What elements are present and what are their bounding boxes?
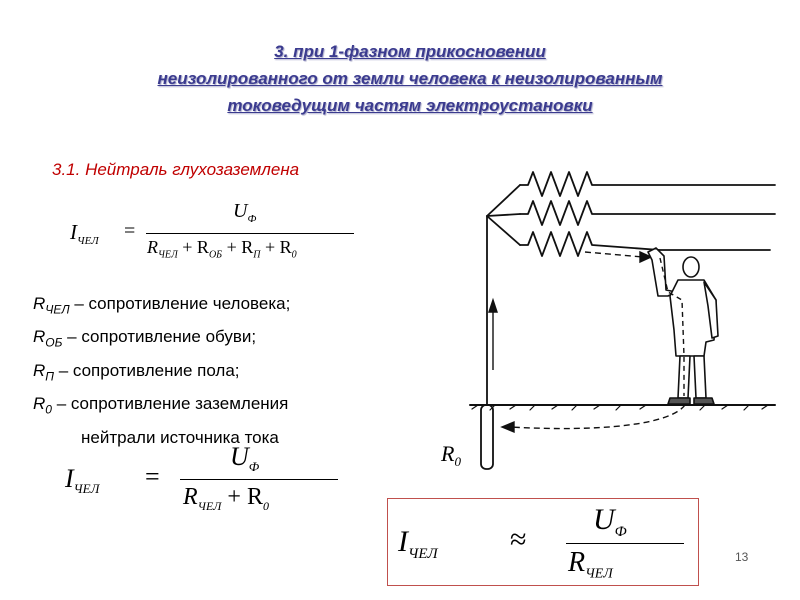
formula1-lhs: IЧЕЛ — [70, 220, 99, 248]
phase-wire-3 — [519, 231, 771, 257]
formula1-numerator: UФ — [233, 200, 257, 225]
definition-r-0-continuation: нейтрали источника тока — [81, 427, 279, 447]
formula3-fraction-bar — [566, 543, 684, 544]
r0-label: R0 — [440, 441, 461, 469]
definitions-list: RЧЕЛ – сопротивление человека; RОБ – соп… — [33, 290, 290, 452]
formula2-fraction-bar — [180, 479, 338, 480]
formula2-denominator: RЧЕЛ + R0 — [183, 484, 269, 513]
formula3-lhs: IЧЕЛ — [398, 525, 438, 562]
phase-wire-1 — [519, 171, 776, 197]
star-link-1 — [486, 184, 521, 217]
star-link-3 — [486, 215, 521, 246]
formula-full-current: IЧЕЛ = UФ RЧЕЛ + RОБ + RП + R0 — [70, 200, 360, 270]
definition-r-chel: RЧЕЛ – сопротивление человека; — [33, 294, 291, 317]
definition-r-0: R0 – сопротивление заземления — [33, 394, 289, 417]
body-current-path — [659, 257, 685, 396]
formula2-numerator: UФ — [230, 442, 260, 475]
formula1-equals: = — [124, 220, 136, 242]
formula-approximate-current: IЧЕЛ ≈ UФ RЧЕЛ — [398, 503, 688, 583]
definition-r-p: RП – сопротивление пола; — [33, 360, 240, 384]
current-return-path — [509, 404, 686, 430]
formula3-denominator: RЧЕЛ — [568, 547, 613, 582]
formula2-lhs: IЧЕЛ — [65, 464, 100, 497]
title-line-1: 3. при 1-фазном прикосновении — [274, 42, 546, 61]
slide-title: 3. при 1-фазном прикосновении неизолиров… — [60, 38, 760, 119]
formula1-denominator: RЧЕЛ + RОБ + RП + R0 — [147, 237, 297, 261]
hand-current-arrow — [584, 251, 644, 258]
page-number: 13 — [735, 550, 749, 564]
ground-electrode — [480, 404, 494, 470]
phase-wire-2 — [519, 200, 776, 226]
formula2-equals: = — [145, 462, 160, 491]
person-figure — [647, 247, 719, 405]
result-formula-box: IЧЕЛ ≈ UФ RЧЕЛ — [387, 498, 699, 586]
definition-r-ob: RОБ – сопротивление обуви; — [33, 327, 257, 350]
star-link-2 — [486, 213, 521, 217]
formula3-numerator: UФ — [593, 503, 627, 540]
title-line-3: токоведущим частям электроустановки — [227, 96, 593, 115]
formula-simplified-current: IЧЕЛ = UФ RЧЕЛ + R0 — [65, 442, 345, 517]
formula3-approx: ≈ — [510, 523, 527, 556]
title-line-2: неизолированного от земли человека к неи… — [157, 69, 663, 88]
section-subtitle: 3.1. Нейтраль глухозаземлена — [52, 160, 300, 179]
formula1-fraction-bar — [146, 233, 354, 234]
